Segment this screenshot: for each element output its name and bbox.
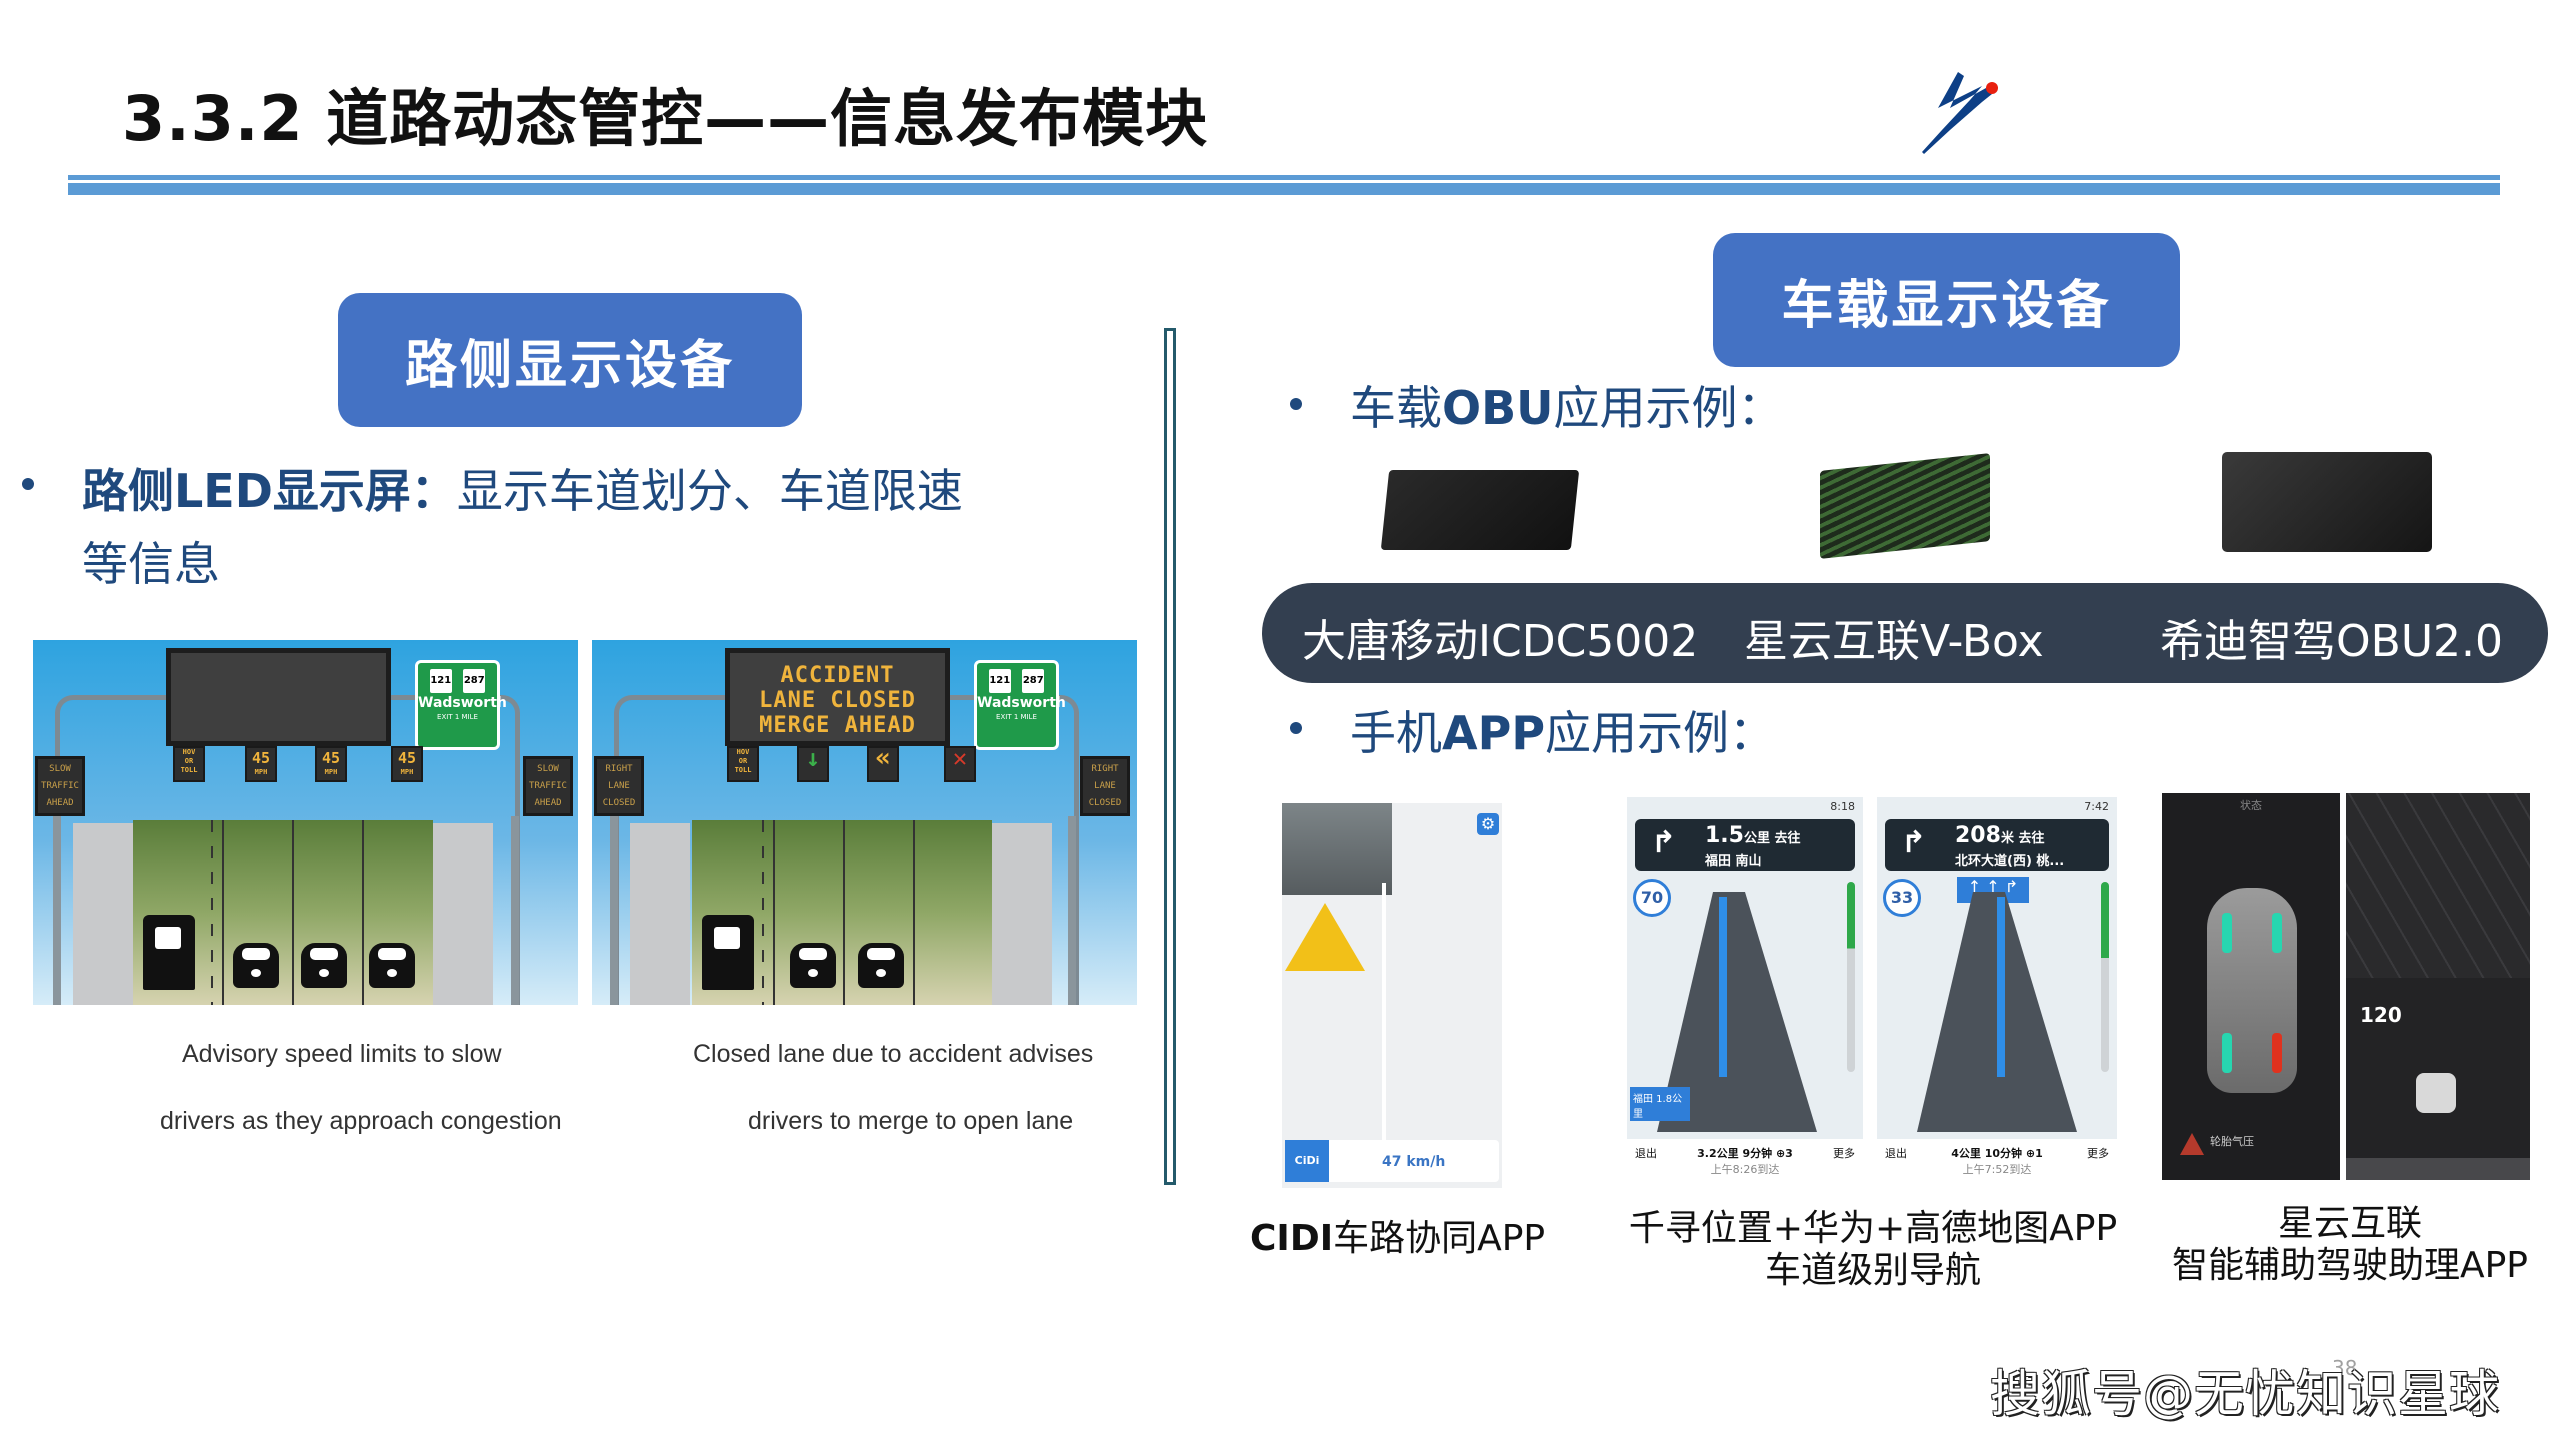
obu-device-vbox	[1820, 453, 1990, 559]
app-caption-nav: 千寻位置+华为+高德地图APP 车道级别导航	[1628, 1208, 2118, 1291]
bus-icon	[143, 915, 195, 990]
current-speed: 47 km/h	[1382, 1154, 1446, 1170]
bullet-dot	[1290, 722, 1302, 734]
vms-main-sign: ACCIDENT LANE CLOSED MERGE AHEAD	[725, 648, 950, 746]
gear-icon: ⚙	[1477, 813, 1499, 835]
turn-right-arrow-icon: ↱	[1651, 825, 1677, 860]
lane-nav-screenshot-2: 7:42 ↱ 208米 去往 北环大道(西) 桃... ↑ ↑ ↱ 33 退出 …	[1877, 797, 2117, 1179]
route-shield: 121	[988, 669, 1011, 693]
guide-sign-exit: EXIT 1 MILE	[437, 713, 478, 721]
image-caption: Closed lane due to accident advises	[693, 1040, 1094, 1068]
section-divider	[1164, 328, 1176, 1185]
obu-labels-pill: 大唐移动ICDC5002 星云互联V-Box 希迪智驾OBU2.0	[1262, 583, 2548, 683]
obu-label: 大唐移动ICDC5002	[1302, 616, 1699, 667]
lightning-figure-logo-icon	[1920, 70, 2035, 155]
car-icon	[369, 943, 415, 988]
car-icon	[858, 943, 904, 988]
guide-sign: 121 287 Wadsworth EXIT 1 MILE	[974, 660, 1066, 750]
title-rule-thick	[68, 183, 2500, 195]
car-icon	[301, 943, 347, 988]
watermark: 搜狐号@无忧知识星球	[1990, 1365, 2500, 1423]
in-vehicle-display-button[interactable]: 车载显示设备	[1713, 233, 2180, 367]
guide-sign-exit: EXIT 1 MILE	[996, 713, 1037, 721]
ego-car-icon	[2416, 1073, 2456, 1113]
cidi-logo: CiDi	[1285, 1140, 1329, 1182]
car-icon	[233, 943, 279, 988]
vms-main-sign-blank	[166, 648, 391, 746]
guide-sign: 121 287 Wadsworth EXIT 1 MILE	[415, 660, 507, 750]
guide-sign-name: Wadsworth	[977, 695, 1066, 711]
alert-triangle-icon	[2180, 1133, 2204, 1155]
page-number: 38	[2332, 1356, 2358, 1380]
led-bullet-line1: 路侧LED显示屏：显示车道划分、车道限速	[82, 455, 963, 521]
assist-app-map-screenshot: 120	[2346, 793, 2530, 1180]
route-shield: 287	[1022, 669, 1045, 693]
down-arrow-icon: ↓	[797, 746, 829, 782]
progress-bar	[2101, 882, 2109, 1072]
obu-device-obu2	[2222, 452, 2432, 552]
obu-device-icdc5002	[1380, 470, 1580, 550]
speed-readout: 120	[2360, 1003, 2402, 1027]
led-bullet-line2: 等信息	[82, 537, 220, 591]
led-bullet-text: 显示车道划分、车道限速	[456, 464, 963, 518]
speed-limit-badge: 70	[1633, 879, 1671, 917]
title-rule-thin	[68, 175, 2500, 180]
led-bullet-bold: 路侧LED显示屏：	[82, 464, 457, 518]
nav-bottom-bar: 退出 3.2公里 9分钟 ⊕3 上午8:26到达 更多	[1627, 1139, 1863, 1179]
route-shield: 287	[463, 669, 486, 693]
obu-bullet: 车载OBU应用示例：	[1350, 381, 1784, 435]
page-title: 3.3.2 道路动态管控——信息发布模块	[122, 82, 1209, 155]
nav-banner: ↱ 208米 去往 北环大道(西) 桃...	[1885, 819, 2109, 871]
image-caption: drivers to merge to open lane	[748, 1107, 1074, 1135]
camera-feed	[1282, 803, 1392, 895]
image-caption: drivers as they approach congestion	[160, 1107, 562, 1135]
image-caption: Advisory speed limits to slow	[182, 1040, 502, 1068]
obu-label: 希迪智驾OBU2.0	[2160, 616, 2503, 667]
warning-triangle-icon	[1285, 903, 1365, 971]
car-topview-icon	[2207, 888, 2297, 1093]
speed-limit-badge: 33	[1883, 879, 1921, 917]
lane-closed-illustration: ACCIDENT LANE CLOSED MERGE AHEAD 121 287 …	[592, 640, 1137, 1005]
app-bullet: 手机APP应用示例：	[1350, 706, 1776, 760]
guide-sign-name: Wadsworth	[418, 695, 507, 711]
nav-bottom-bar: 退出 4公里 10分钟 ⊕1 上午7:52到达 更多	[1877, 1139, 2117, 1179]
cidi-app-screenshot: ⚙ CiDi 47 km/h	[1282, 803, 1502, 1188]
lane-closed-x-icon: ✕	[944, 746, 976, 782]
nav-banner: ↱ 1.5公里 去往 福田 南山	[1635, 819, 1855, 871]
roadside-display-button[interactable]: 路侧显示设备	[338, 293, 802, 427]
app-caption-assist: 星云互联 智能辅助驾驶助理APP	[2171, 1203, 2529, 1286]
progress-bar	[1847, 882, 1855, 1072]
car-icon	[790, 943, 836, 988]
turn-right-arrow-icon: ↱	[1901, 825, 1927, 860]
dark-map	[2346, 793, 2530, 978]
bullet-dot	[22, 478, 34, 490]
bus-icon	[702, 915, 754, 990]
lane-nav-screenshot-1: 8:18 ↱ 1.5公里 去往 福田 南山 70 福田 1.8公里 退出 3.2…	[1627, 797, 1863, 1179]
assist-app-status-screenshot: 状态 轮胎气压	[2162, 793, 2340, 1180]
bullet-dot	[1290, 398, 1302, 410]
app-caption-cidi: CIDI车路协同APP	[1250, 1218, 1546, 1259]
route-shield: 121	[429, 669, 452, 693]
obu-label: 星云互联V-Box	[1744, 616, 2044, 667]
merge-chevron-icon: «	[867, 745, 899, 782]
